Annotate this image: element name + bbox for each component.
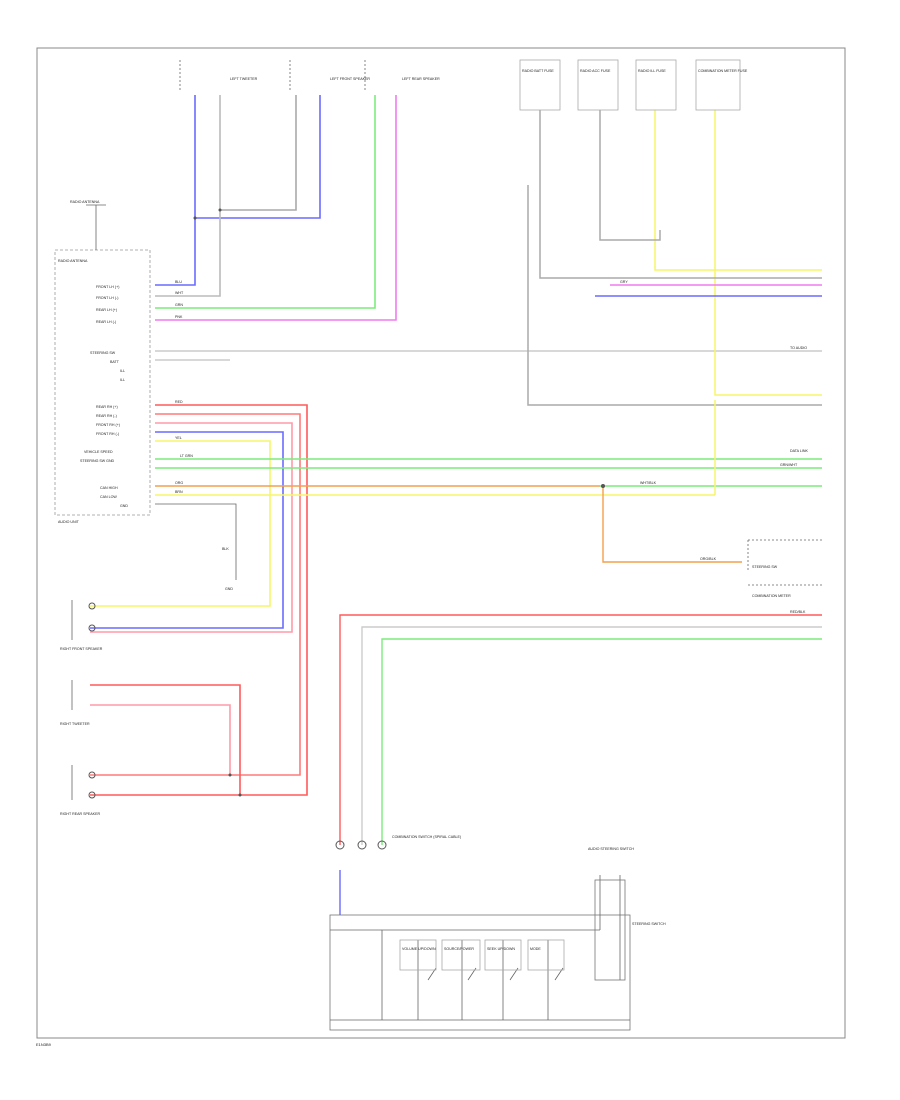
wire-label-pnk: PNK [175,315,183,319]
pin-g4-1: CAN LOW [100,495,117,499]
wire-label-yel: YEL [175,436,182,440]
wire-label-blu: BLU [175,280,182,284]
right-label-steering: STEERING SW [752,565,778,569]
wire-label-orgblk: ORG/BLK [700,557,717,561]
label-fuse-2: RADIO ILL FUSE [638,69,666,73]
left-speaker-wires [155,95,397,321]
pin-g1-3: REAR LH (-) [96,320,116,324]
wire-pink-fr-plus [90,422,293,633]
combination-switch-wires [339,614,822,915]
text-labels: LEFT TWEETER LEFT FRONT SPEAKER LEFT REA… [58,69,808,951]
wire-label-grn: GRN [175,303,183,307]
wire-gray-fuse-gnd [527,185,822,406]
switch-label-1: SOURCE/POWER [444,947,474,951]
pin-g3-1: REAR RH (-) [96,414,117,418]
pin-g4-2: GND [120,504,128,508]
pin-g2-3: ILL [120,378,125,382]
wire-red-tweeter-1 [90,684,241,795]
label-combination-switch: COMBINATION SWITCH (SPIRAL CABLE) [392,835,461,839]
right-speaker-wires [90,404,308,796]
diagram-frame [36,47,846,1039]
wire-blue-left-rear [195,95,321,219]
label-right-rear-speaker: RIGHT REAR SPEAKER [60,812,100,816]
wire-gray-comb [361,626,822,845]
wire-label-blk: BLK [222,547,229,551]
wire-label-ltgrn: LT GRN [180,454,193,458]
wire-blue-left-front [155,95,196,286]
wire-gray-fuse-acc [599,110,661,241]
horizontal-bus-wires [155,350,822,563]
wire-label-whtblk: WHT/BLK [640,481,657,485]
fuse-feed-wires [527,110,822,495]
label-ground: GND [225,587,233,591]
wire-yellow-fuse-meter [714,110,822,396]
label-fuse-0: RADIO BATT FUSE [522,69,554,73]
wire-label-gry: GRY [620,280,628,284]
label-radio-antenna: RADIO ANTENNA [70,200,100,204]
pin-g2-1: BATT [110,360,120,364]
wire-orange-to-meter [602,486,742,563]
wire-yellow-speed [90,440,271,607]
label-audio-steering-sw: AUDIO STEERING SWITCH [588,847,634,851]
right-label-audio: TO AUDIO [790,346,807,350]
pin-g3-3: FRONT RH (-) [96,432,119,436]
pin-g1-0: FRONT LH (+) [96,285,119,289]
switch-label-3: MODE [530,947,541,951]
label-steering-switch: STEERING SWITCH [632,922,666,926]
wire-label-wht: WHT [175,291,184,295]
wire-green-left-rear [155,95,376,309]
wire-red-comb [339,614,822,845]
label-fuse-3: COMBINATION METER FUSE [698,69,748,73]
wire-gray-fuse-batt [539,110,822,279]
label-fuse-1: RADIO ACC FUSE [580,69,611,73]
wire-red-rr-minus [90,413,301,776]
pin-g3-0: REAR RH (+) [96,405,118,409]
right-label-datalink: DATA LINK [790,449,808,453]
pin-g1-2: REAR LH (+) [96,308,117,312]
label-left-tweeter: LEFT TWEETER [230,77,258,81]
switch-label-0: VOLUME UP/DOWN [402,947,436,951]
pin-g2-0: STEERING SW [90,351,116,355]
switch-label-2: SEEK UP/DOWN [487,947,515,951]
steering-switch-box [329,914,631,1031]
wire-label-org: ORG [175,481,183,485]
pin-g2-2: ILL [120,369,125,373]
pin-g1-1: FRONT LH (-) [96,296,119,300]
label-right-tweeter: RIGHT TWEETER [60,722,90,726]
pin-g3-2: FRONT RH (+) [96,423,120,427]
wire-red-tweeter-2 [90,704,231,775]
pin-g3-4: VEHICLE SPEED [84,450,113,454]
wire-label-red: RED [175,400,183,404]
wire-magenta-left-rear [155,95,397,321]
pin-g3-5: STEERING SW GND [80,459,115,463]
footer-code: E1N3B9 [36,1042,51,1047]
label-right-front-speaker: RIGHT FRONT SPEAKER [60,647,103,651]
wire-gray-left-front [220,95,297,211]
black-structure [54,59,822,1031]
audio-unit-box [54,249,151,516]
label-left-front-speaker: LEFT FRONT SPEAKER [330,77,370,81]
label-left-rear-speaker: LEFT REAR SPEAKER [402,77,440,81]
wire-red-rr-plus [90,404,308,796]
wire-yellow-fuse-ill [654,110,822,271]
wire-white-left [155,95,221,297]
wire-label-grnwht: GRN/WHT [780,463,798,467]
wire-label-redblk: RED/BLK [790,610,806,614]
pin-g4-0: CAN HIGH [100,486,118,490]
wire-green-comb [381,638,822,845]
label-audio-unit: AUDIO UNIT [58,520,80,524]
connector-dots [88,208,605,850]
wire-blue-fr-minus [90,431,284,629]
right-label-meter: COMBINATION METER [752,594,791,598]
label-radio-antenna-block: RADIO ANTENNA [58,259,88,263]
wire-label-brn: BRN [175,490,183,494]
